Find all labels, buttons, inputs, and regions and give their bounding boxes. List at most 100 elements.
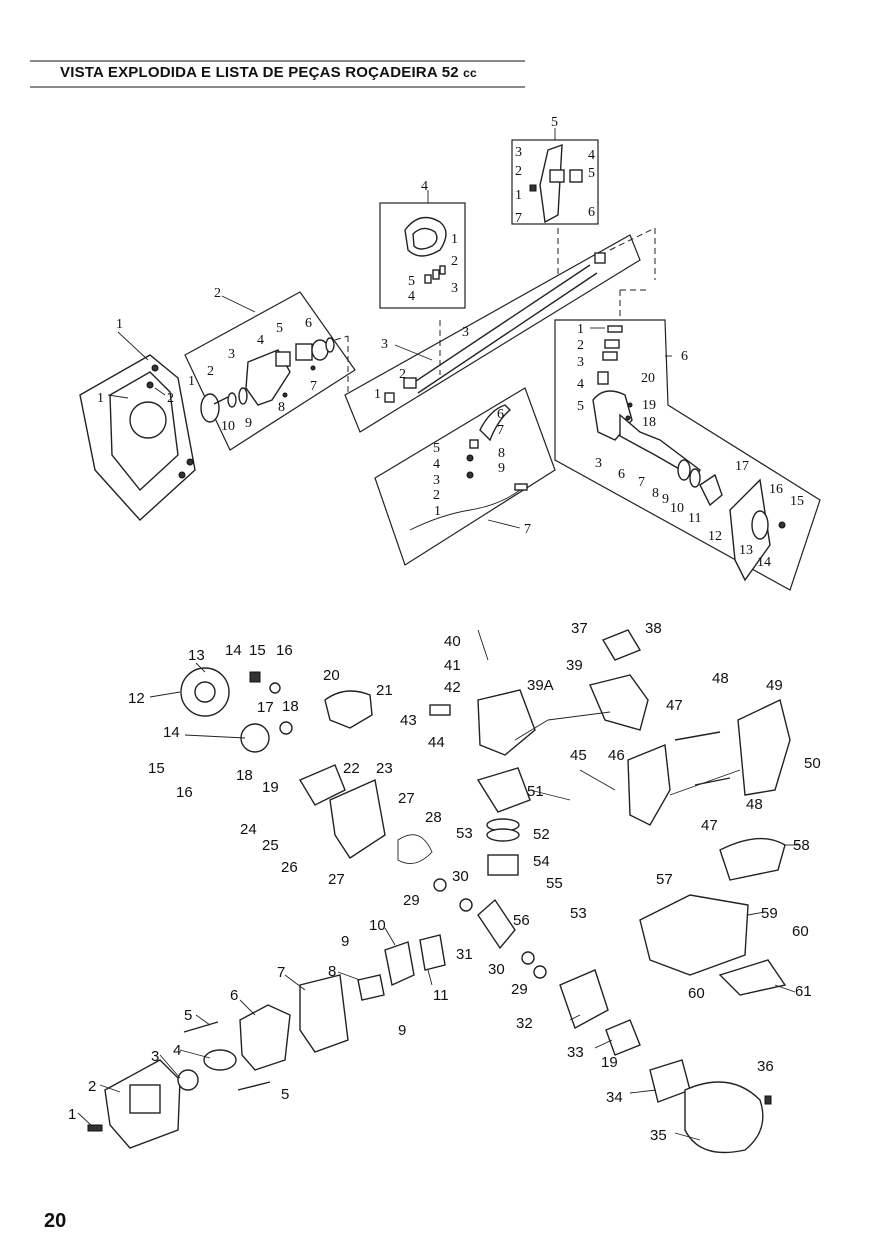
g6-label-10: 10: [670, 501, 684, 516]
g7-label-1: 1: [434, 504, 441, 519]
g6-label-15: 15: [790, 494, 804, 509]
part-label-52: 52: [533, 826, 550, 843]
part-label-47b: 47: [701, 817, 718, 834]
g4-label-3: 3: [451, 281, 458, 296]
part-label-15a: 15: [249, 642, 266, 659]
g6-label-14: 14: [757, 555, 771, 570]
part-label-30a: 30: [452, 868, 469, 885]
label-group-3: 3: [381, 337, 388, 352]
g2-label-4: 4: [257, 333, 264, 348]
part-label-39: 39: [566, 657, 583, 674]
part-label-15b: 15: [148, 760, 165, 777]
g2-label-10: 10: [221, 419, 235, 434]
part-label-40: 40: [444, 633, 461, 650]
group-3-shaft-tube: [344, 227, 656, 433]
part-label-55: 55: [546, 875, 563, 892]
g6-label-3b: 3: [595, 456, 602, 471]
part-label-54: 54: [533, 853, 550, 870]
part-label-6: 6: [230, 987, 238, 1004]
part-label-31: 31: [456, 946, 473, 963]
part-label-33: 33: [567, 1044, 584, 1061]
label-group-6: 6: [681, 349, 688, 364]
g2-label-8: 8: [278, 400, 285, 415]
g3-label-3: 3: [462, 325, 469, 340]
g6-label-7: 7: [638, 475, 645, 490]
g2-label-2: 2: [207, 364, 214, 379]
part-label-29b: 29: [511, 981, 528, 998]
part-label-58: 58: [793, 837, 810, 854]
g5-label-1: 1: [515, 188, 522, 203]
part-label-17: 17: [257, 699, 274, 716]
label-group-7: 7: [524, 522, 531, 537]
part-label-29a: 29: [403, 892, 420, 909]
part-label-49: 49: [766, 677, 783, 694]
part-label-47a: 47: [666, 697, 683, 714]
g2-label-7: 7: [310, 379, 317, 394]
part-label-19a: 19: [262, 779, 279, 796]
page-title-text: VISTA EXPLODIDA E LISTA DE PEÇAS ROÇADEI…: [60, 64, 459, 81]
part-label-53b: 53: [570, 905, 587, 922]
part-label-4: 4: [173, 1042, 181, 1059]
g6-label-1: 1: [577, 322, 584, 337]
g6-label-8: 8: [652, 486, 659, 501]
g2-label-5: 5: [276, 321, 283, 336]
g4-label-2: 2: [451, 254, 458, 269]
g6-label-9: 9: [662, 492, 669, 507]
part-label-23: 23: [376, 760, 393, 777]
part-label-12: 12: [128, 690, 145, 707]
part-label-48a: 48: [712, 670, 729, 687]
part-label-18b: 18: [236, 767, 253, 784]
g5-label-4: 4: [588, 148, 595, 163]
part-label-5b: 5: [281, 1086, 289, 1103]
part-label-10: 10: [369, 917, 386, 934]
part-label-53a: 53: [456, 825, 473, 842]
part-label-61: 61: [795, 983, 812, 1000]
part-label-16a: 16: [276, 642, 293, 659]
part-label-1: 1: [68, 1106, 76, 1123]
part-label-42: 42: [444, 679, 461, 696]
part-label-14b: 14: [163, 724, 180, 741]
part-label-26: 26: [281, 859, 298, 876]
g3-label-1: 1: [374, 387, 381, 402]
part-label-41: 41: [444, 657, 461, 674]
part-label-5a: 5: [184, 1007, 192, 1024]
part-label-38: 38: [645, 620, 662, 637]
g6-label-16: 16: [769, 482, 783, 497]
g6-label-19: 19: [642, 398, 656, 413]
part-label-48b: 48: [746, 796, 763, 813]
part-label-43: 43: [400, 712, 417, 729]
g7-label-7: 7: [497, 423, 504, 438]
g5-label-3: 3: [515, 145, 522, 160]
g2-label-9: 9: [245, 416, 252, 431]
group-6-gear-head: [554, 319, 821, 591]
g6-label-6: 6: [618, 467, 625, 482]
part-label-56: 56: [513, 912, 530, 929]
top-labels: 1 2 3 4 5 6 7 1 2 1 2 3 4 5 6 7 8 9 10 1…: [97, 115, 804, 570]
g6-label-3: 3: [577, 355, 584, 370]
g5-label-6: 6: [588, 205, 595, 220]
label-group-5: 5: [551, 115, 558, 130]
part-label-7: 7: [277, 964, 285, 981]
part-label-30b: 30: [488, 961, 505, 978]
part-label-3: 3: [151, 1048, 159, 1065]
bottom-engine-parts: [87, 629, 791, 1154]
page-number: 20: [44, 1210, 67, 1232]
g7-label-9: 9: [498, 461, 505, 476]
g7-label-3: 3: [433, 473, 440, 488]
g3-label-2: 2: [399, 367, 406, 382]
part-label-16b: 16: [176, 784, 193, 801]
g6-label-2: 2: [577, 338, 584, 353]
g1-label-1: 1: [97, 391, 104, 406]
part-label-20: 20: [323, 667, 340, 684]
g4-label-4: 4: [408, 289, 415, 304]
title-rule-top: [30, 60, 525, 62]
group-4-handle-grip: [379, 190, 466, 309]
g4-label-1: 1: [451, 232, 458, 247]
part-label-51: 51: [527, 783, 544, 800]
g5-label-2: 2: [515, 164, 522, 179]
page-title: VISTA EXPLODIDA E LISTA DE PEÇAS ROÇADEI…: [60, 64, 477, 81]
part-label-60a: 60: [792, 923, 809, 940]
part-label-37: 37: [571, 620, 588, 637]
g5-label-5: 5: [588, 166, 595, 181]
part-label-60b: 60: [688, 985, 705, 1002]
